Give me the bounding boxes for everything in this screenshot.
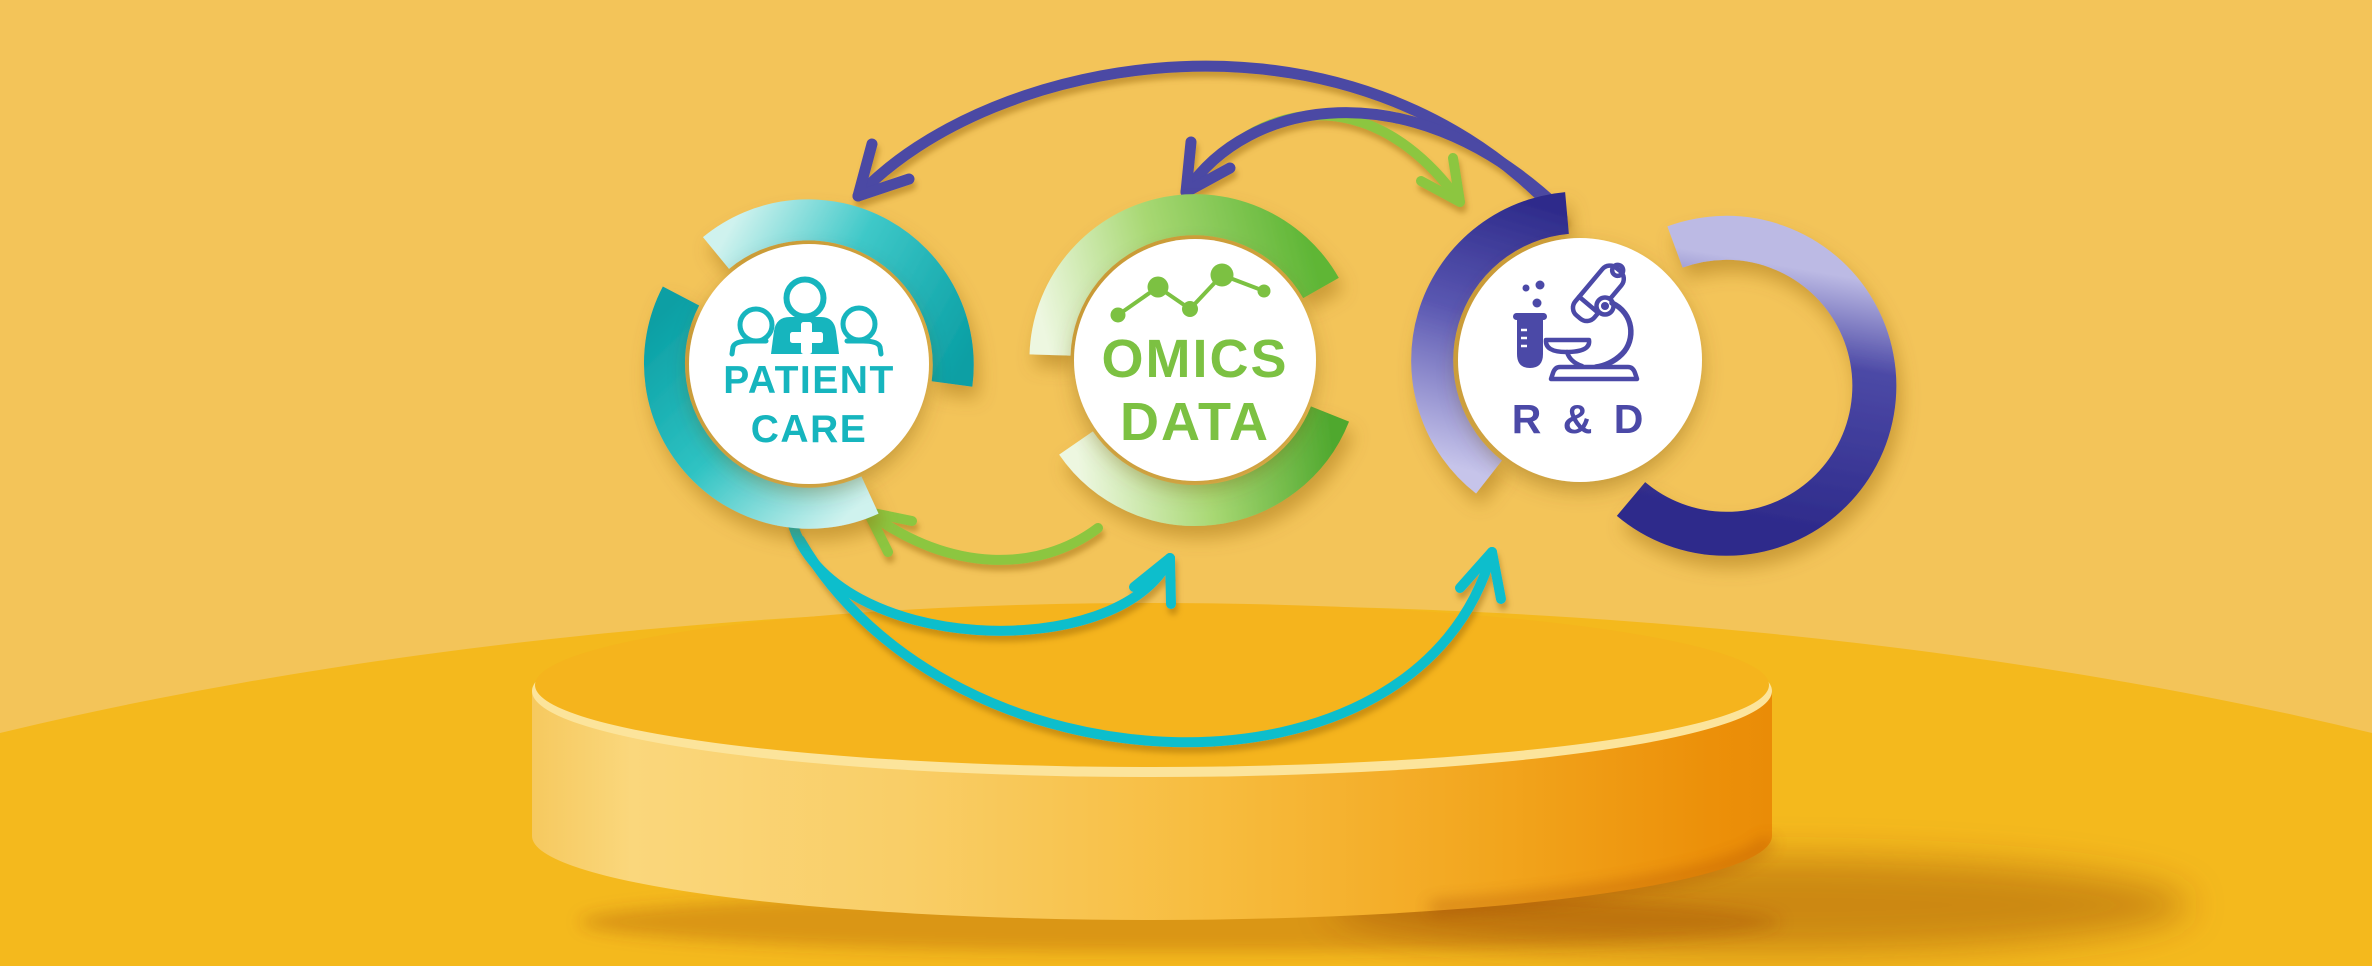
ring-segment bbox=[702, 199, 974, 387]
microscope-and-testtube-icon bbox=[1513, 262, 1640, 382]
chart-point bbox=[1257, 284, 1271, 298]
arrowhead-up-right-icon bbox=[1455, 547, 1506, 604]
test-tube-ticks bbox=[1521, 328, 1527, 348]
rnd-label: R & D bbox=[1512, 396, 1649, 442]
podium-side-dark-rim bbox=[1429, 837, 1775, 913]
test-tube-body bbox=[1517, 320, 1543, 368]
microscope-base bbox=[1548, 364, 1640, 382]
cycle-arrows bbox=[787, 60, 1568, 748]
ring-segment bbox=[1411, 192, 1570, 494]
center-person-head bbox=[783, 276, 827, 320]
right-person-head bbox=[840, 305, 878, 343]
chart-point bbox=[1210, 263, 1234, 287]
badge-rnd: R & D bbox=[1411, 192, 1897, 556]
badge-omics-data: OMICS DATA bbox=[1029, 194, 1350, 526]
badge-circle bbox=[1074, 239, 1316, 481]
podium-side bbox=[532, 688, 1772, 920]
rnd-ring bbox=[1411, 192, 1897, 556]
bubble bbox=[1532, 298, 1542, 308]
arrowhead-up-icon bbox=[1129, 553, 1176, 609]
arrow-rnd-to-omics bbox=[1180, 107, 1556, 206]
data-chart-icon bbox=[1110, 263, 1271, 323]
podium-top bbox=[535, 603, 1769, 767]
podium bbox=[532, 603, 2190, 953]
badge-patient-care: PATIENT CARE bbox=[643, 199, 974, 529]
patient-care-label-line2: CARE bbox=[751, 408, 868, 451]
arrowhead-down-left-icon bbox=[852, 138, 915, 202]
omics-data-label-line2: DATA bbox=[1120, 392, 1270, 452]
microscope-icon bbox=[1543, 262, 1640, 382]
chart-point bbox=[1147, 276, 1169, 298]
badge-circle bbox=[1458, 238, 1702, 482]
arrow-patient-to-rnd bbox=[795, 535, 1506, 748]
test-tube-rim bbox=[1513, 313, 1547, 320]
test-tube-icon bbox=[1513, 280, 1547, 368]
arrowhead-down-right-icon bbox=[1416, 153, 1465, 207]
ring-segment bbox=[643, 286, 879, 529]
arrow-shaft bbox=[863, 507, 1103, 565]
ring-segment bbox=[1616, 215, 1897, 556]
bubble bbox=[1535, 280, 1545, 290]
ring-segment bbox=[1059, 406, 1350, 526]
medical-cross-icon bbox=[790, 332, 823, 343]
microscope-knob-center bbox=[1600, 301, 1610, 311]
chart-point bbox=[1110, 307, 1126, 323]
bubble bbox=[1522, 284, 1530, 292]
patient-care-ring bbox=[643, 199, 974, 529]
arrow-shaft bbox=[1180, 107, 1556, 206]
left-person-shoulder bbox=[729, 338, 769, 357]
arrowhead-down-icon bbox=[1180, 136, 1236, 198]
left-person-head bbox=[737, 306, 775, 344]
arrow-shaft bbox=[795, 535, 1497, 748]
ring-segment bbox=[1029, 194, 1339, 357]
chart-point bbox=[1182, 301, 1198, 317]
badge-circle bbox=[689, 244, 929, 484]
right-person-shoulder bbox=[844, 338, 884, 357]
omics-data-ring bbox=[1029, 194, 1350, 526]
omics-data-label-line1: OMICS bbox=[1101, 329, 1288, 389]
patient-group-icon bbox=[729, 276, 884, 357]
patient-care-label-line1: PATIENT bbox=[723, 359, 895, 402]
